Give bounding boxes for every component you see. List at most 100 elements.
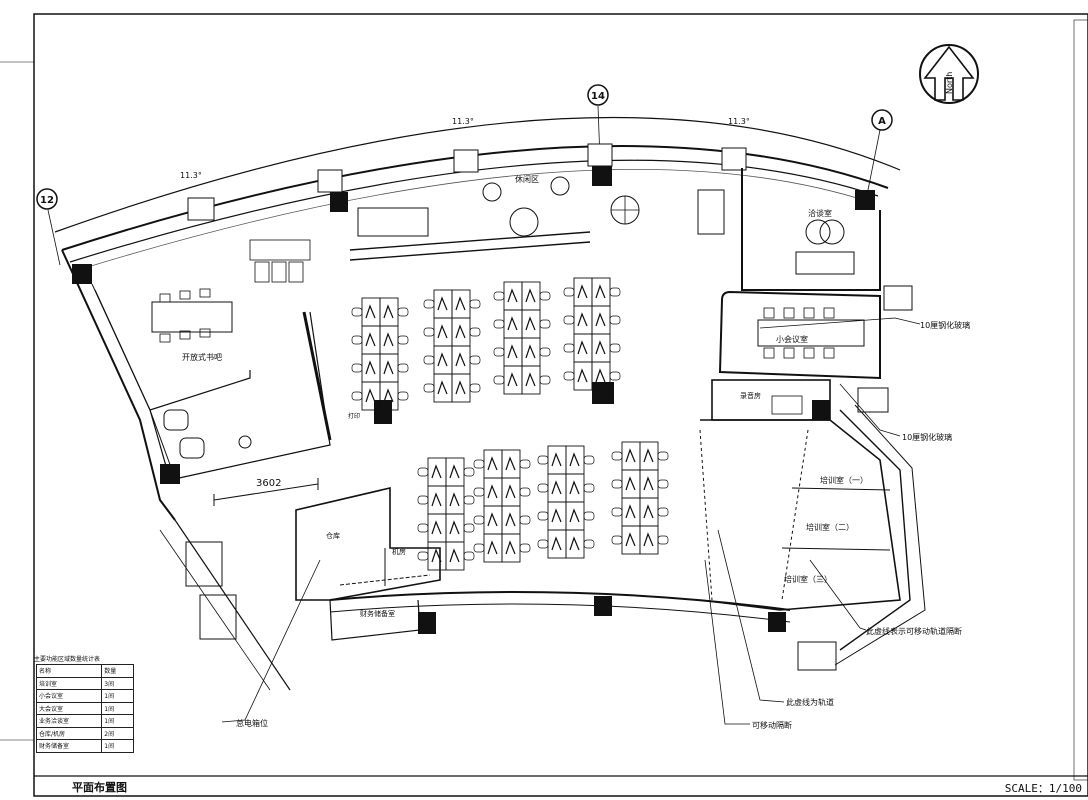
desk [565,501,585,531]
desk [521,309,541,339]
north-arrow-icon [919,44,979,104]
desk [451,345,471,375]
desk-chair-icon [625,448,636,463]
svg-text:12: 12 [40,195,54,206]
desk [639,469,659,499]
desk-chair-icon [569,480,580,495]
desk-chair-icon [577,340,588,355]
drawing-frame [33,13,1088,797]
desk-chair-icon [595,340,606,355]
desk-chair-icon [365,332,376,347]
chair [469,327,481,337]
desk [621,497,641,527]
scale-label: SCALE：1/100 [1004,782,1082,795]
chair [563,315,575,325]
table-cell: 仓库/机房 [35,726,103,740]
chair [463,523,475,533]
chair [423,355,435,365]
chair [417,467,429,477]
desk-chair-icon [487,540,498,555]
table-cell: 培训室 [35,676,103,690]
chair [397,335,409,345]
desk [565,529,585,559]
desk [565,445,585,475]
desk [451,373,471,403]
desk [483,449,503,479]
desk-chair-icon [551,480,562,495]
desk-chair-icon [577,368,588,383]
chair [657,507,669,517]
chair [423,383,435,393]
desk-chair-icon [569,508,580,523]
label-training-3: 培训室（三） [784,574,832,584]
chair [539,319,551,329]
desk-chair-icon [455,380,466,395]
desk [433,317,453,347]
desk [503,337,523,367]
annotation-movable: 可移动隔断 [752,720,792,730]
desk-chair-icon [437,380,448,395]
desk-chair-icon [551,536,562,551]
desk-chair-icon [525,344,536,359]
desk-chair-icon [525,372,536,387]
desk-chair-icon [431,492,442,507]
desk-chair-icon [569,452,580,467]
desk-chair-icon [525,288,536,303]
desk-chair-icon [365,304,376,319]
desk [433,345,453,375]
desk-chair-icon [455,352,466,367]
desk-chair-icon [643,476,654,491]
desk [573,361,593,391]
annotation-track: 此虚线为轨道 [786,697,834,707]
desk [547,529,567,559]
table-cell: 2间 [101,726,134,740]
desk [445,457,465,487]
desk-chair-icon [383,304,394,319]
desk [427,541,447,571]
chair [583,483,595,493]
chair [611,479,623,489]
desk-chair-icon [551,508,562,523]
chair [351,391,363,401]
label-small-meeting: 小会议室 [776,334,808,344]
workstation-blocks [351,277,669,571]
chair [473,487,485,497]
north-label: North [945,72,954,94]
desk [433,373,453,403]
desk [591,277,611,307]
annotation-glass-2: 10厘钢化玻璃 [902,432,952,442]
desk-chair-icon [625,476,636,491]
desk [621,525,641,555]
desk-chair-icon [487,484,498,499]
chair [657,535,669,545]
desk [483,477,503,507]
chair [537,539,549,549]
desk-chair-icon [455,324,466,339]
label-recording: 录音房 [740,391,761,400]
desk-chair-icon [505,484,516,499]
desk-chair-icon [505,540,516,555]
desk-chair-icon [431,520,442,535]
desk-chair-icon [625,504,636,519]
chair [351,335,363,345]
chair [423,327,435,337]
label-rest-area: 休闲区 [515,174,539,184]
desk [379,297,399,327]
desk [503,365,523,395]
desk-chair-icon [365,360,376,375]
axis-bubble-12: 12 [36,188,61,266]
chair [609,343,621,353]
desk [573,333,593,363]
chair [583,539,595,549]
chair [493,319,505,329]
desk [521,365,541,395]
desk [445,541,465,571]
desk [361,353,381,383]
table-header: 名称 [35,664,103,678]
chair [473,543,485,553]
chair [463,495,475,505]
desk-chair-icon [505,512,516,527]
